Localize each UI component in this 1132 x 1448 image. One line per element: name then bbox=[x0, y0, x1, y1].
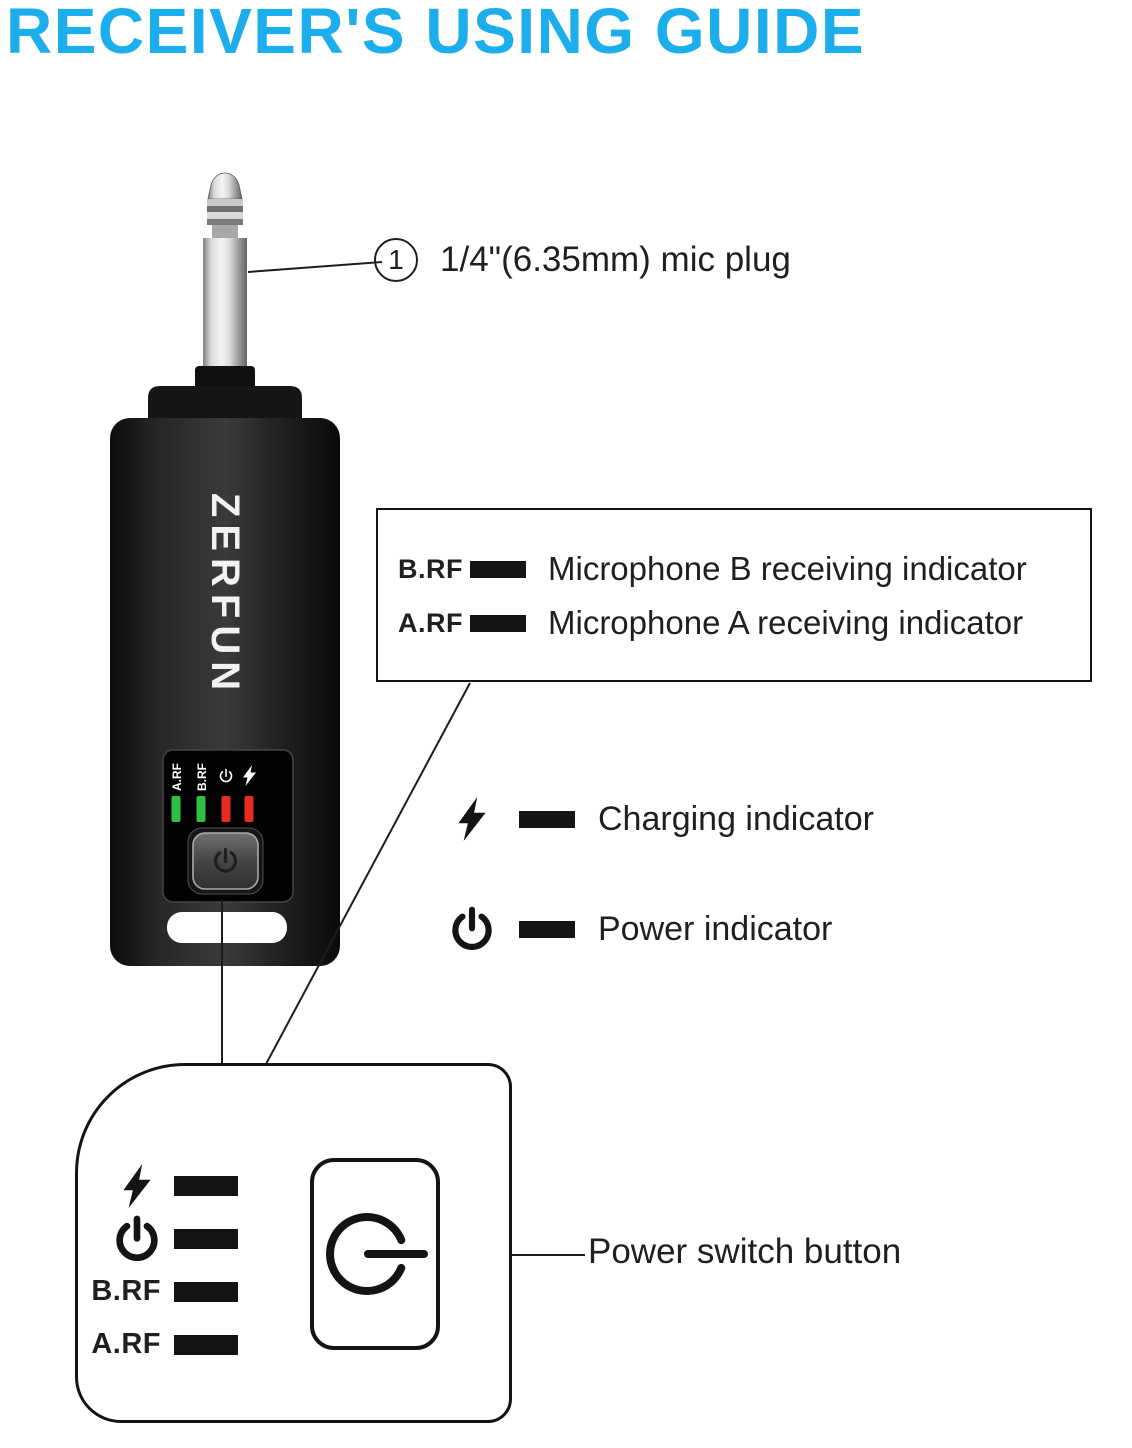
plug-tip bbox=[207, 172, 243, 200]
indicator-bar bbox=[519, 920, 575, 938]
power-icon bbox=[113, 1215, 161, 1263]
rf-a-label: A.RF bbox=[398, 607, 463, 638]
indicator-bar bbox=[174, 1334, 238, 1355]
led-charging bbox=[244, 796, 254, 822]
plug-rib bbox=[207, 199, 243, 206]
plug-rib bbox=[207, 219, 243, 225]
zoom-row-a-rf: A.RF bbox=[88, 1318, 238, 1371]
plug-shaft bbox=[203, 238, 247, 370]
indicator-bar bbox=[470, 560, 526, 578]
plug-insulator-ring bbox=[212, 225, 238, 238]
power-button-glyph bbox=[213, 847, 238, 873]
zoomed-panel-outline: B.RF A.RF bbox=[75, 1063, 512, 1423]
led-a-rf bbox=[171, 796, 181, 822]
plug-rib bbox=[207, 212, 243, 219]
rf-indicator-box: B.RF Microphone B receiving indicator A.… bbox=[376, 508, 1092, 682]
rf-b-label: B.RF bbox=[398, 553, 463, 584]
led-power bbox=[221, 796, 231, 822]
zoom-indicator-rows: B.RF A.RF bbox=[88, 1159, 238, 1371]
zoom-row-power bbox=[88, 1212, 238, 1265]
rf-row-b: B.RF Microphone B receiving indicator bbox=[398, 542, 1090, 596]
rf-row-a: A.RF Microphone A receiving indicator bbox=[398, 596, 1090, 650]
panel-power-icon bbox=[219, 768, 233, 783]
zoom-row-charging bbox=[88, 1159, 238, 1212]
callout-number-badge: 1 bbox=[374, 238, 418, 282]
power-switch-button bbox=[310, 1158, 440, 1350]
indicator-bar bbox=[174, 1281, 238, 1302]
panel-label-a-rf: A.RF bbox=[170, 763, 184, 791]
receiver-device-illustration: ZERFUN A.RF B.RF bbox=[110, 172, 340, 966]
charging-indicator-legend: Charging indicator bbox=[448, 797, 874, 841]
panel-label-b-rf: B.RF bbox=[195, 763, 209, 791]
mic-plug-label: 1/4"(6.35mm) mic plug bbox=[440, 240, 791, 279]
bottom-slot bbox=[167, 912, 287, 943]
power-icon bbox=[448, 906, 496, 952]
zoom-a-rf-label: A.RF bbox=[91, 1328, 161, 1360]
plug-rib bbox=[207, 206, 243, 212]
page-title: RECEIVER'S USING GUIDE bbox=[6, 0, 866, 67]
indicator-bar bbox=[470, 614, 526, 632]
indicator-bar bbox=[519, 810, 575, 828]
indicator-bar bbox=[174, 1175, 238, 1196]
rf-b-description: Microphone B receiving indicator bbox=[548, 550, 1027, 587]
led-b-rf bbox=[196, 796, 206, 822]
indicator-bar bbox=[174, 1228, 238, 1249]
power-indicator-label: Power indicator bbox=[598, 909, 833, 948]
zoom-b-rf-label: B.RF bbox=[91, 1275, 161, 1307]
zoom-row-b-rf: B.RF bbox=[88, 1265, 238, 1318]
brand-text: ZERFUN bbox=[203, 493, 247, 697]
power-switch-label: Power switch button bbox=[588, 1232, 902, 1271]
lightning-icon bbox=[448, 797, 496, 841]
callout-mic-plug: 1 1/4"(6.35mm) mic plug bbox=[374, 238, 791, 282]
power-indicator-legend: Power indicator bbox=[448, 906, 832, 952]
lightning-icon bbox=[113, 1163, 161, 1208]
rf-a-description: Microphone A receiving indicator bbox=[548, 604, 1024, 641]
power-switch-glyph bbox=[326, 1213, 428, 1295]
charging-indicator-label: Charging indicator bbox=[598, 799, 874, 838]
